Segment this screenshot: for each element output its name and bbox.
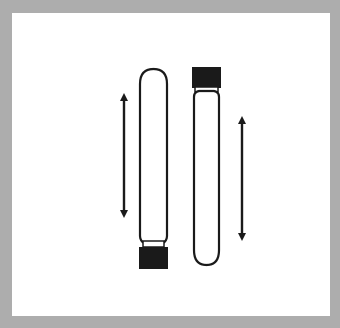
inner-panel: [12, 13, 330, 316]
right-tube-body: [192, 89, 221, 267]
inverted-sample-tube-icon: [192, 67, 221, 267]
left-tube-neck: [142, 240, 165, 248]
left-tube-body: [138, 67, 169, 246]
right-tube-cap: [192, 67, 221, 88]
upright-sample-tube-icon: [138, 67, 169, 269]
left-tube-cap: [139, 247, 168, 269]
